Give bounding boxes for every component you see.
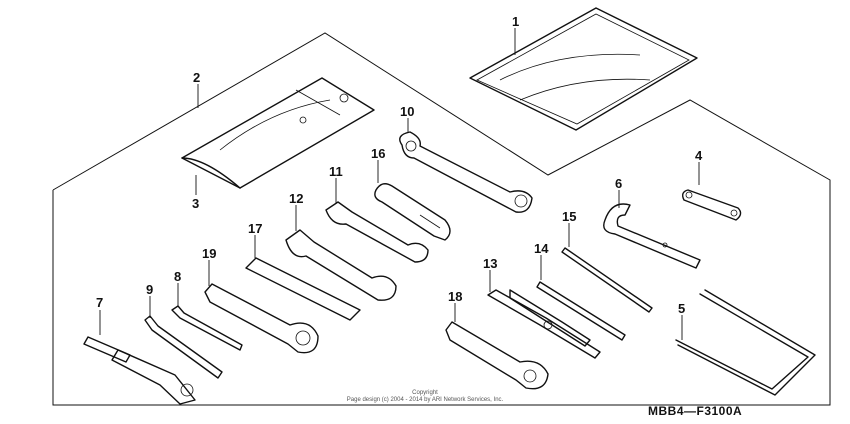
wrench-part [285,229,397,301]
tool-roll-part [181,77,375,189]
plate-wrench-part [681,189,742,221]
copyright-heading: Copyright [412,390,438,396]
pin-spanner-part [603,203,701,269]
callout-1: 1 [512,14,519,29]
callout-19: 19 [202,246,216,261]
callout-16: 16 [371,146,385,161]
callout-13: 13 [483,256,497,271]
callout-5: 5 [678,301,685,316]
screwdriver-handle-part [83,336,196,405]
tool-bag-part [469,7,698,131]
callout-10: 10 [400,104,414,119]
callout-14: 14 [534,241,549,256]
callout-6: 6 [615,176,622,191]
callout-9: 9 [146,282,153,297]
callout-15: 15 [562,209,576,224]
screwdriver-part [561,247,653,313]
callout-18: 18 [448,289,462,304]
callout-7: 7 [96,295,103,310]
hex-key-part [144,315,223,379]
callout-17: 17 [248,221,262,236]
callout-4: 4 [695,148,703,163]
box-wrench-part [399,131,533,213]
callout-11: 11 [329,164,343,179]
callout-8: 8 [174,269,181,284]
large-hex-wrench-part [675,289,816,396]
kit-outline-frame [52,32,831,406]
callout-12: 12 [289,191,303,206]
copyright-notice: Copyright Page design (c) 2004 - 2014 by… [300,390,550,404]
callout-2: 2 [193,70,200,85]
screwdriver-shaft-part [536,281,626,341]
spark-plug-wrench-part [204,283,319,354]
callout-3: 3 [192,196,199,211]
socket-wrench-part [445,321,549,390]
copyright-text: Page design (c) 2004 - 2014 by ARI Netwo… [346,397,504,403]
open-end-wrench-part [325,201,429,263]
screwdriver-grip-part [374,183,451,241]
pliers-part [487,289,601,359]
extension-bar-part [245,257,361,321]
diagram-code: MBB4—F3100A [648,404,743,418]
